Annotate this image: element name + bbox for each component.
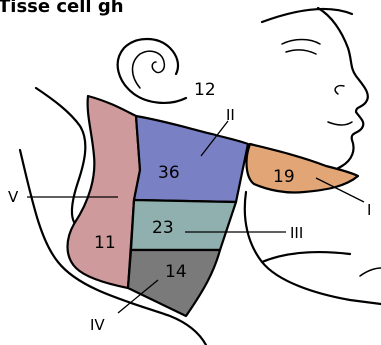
neck-back-outline [36,88,85,222]
level-i-label: I [367,201,371,219]
ear-count: 12 [194,80,216,100]
level-ii-count: 36 [158,163,180,183]
level-iii-label: III [290,224,303,242]
ear-outline [118,39,186,103]
level-iii-count: 23 [152,218,174,238]
neck-front-outline [245,192,381,304]
level-iv-label: IV [90,316,105,334]
level-ii-region [134,116,248,202]
nostril-outline [335,86,344,94]
clavicle-line [360,268,381,276]
level-ii-label: II [226,106,235,124]
ear-inner-outline [133,51,165,88]
header-fragment: Tisse cell gh [0,0,124,17]
level-i-region [247,144,358,193]
level-v-count: 11 [94,233,116,253]
level-v-label: V [8,188,19,206]
chest-line [262,252,350,262]
level-i-count: 19 [273,167,295,187]
eye-outline [282,40,320,55]
mouth-outline [328,122,352,125]
level-iv-count: 14 [165,262,187,282]
level-iii-region [131,200,236,250]
